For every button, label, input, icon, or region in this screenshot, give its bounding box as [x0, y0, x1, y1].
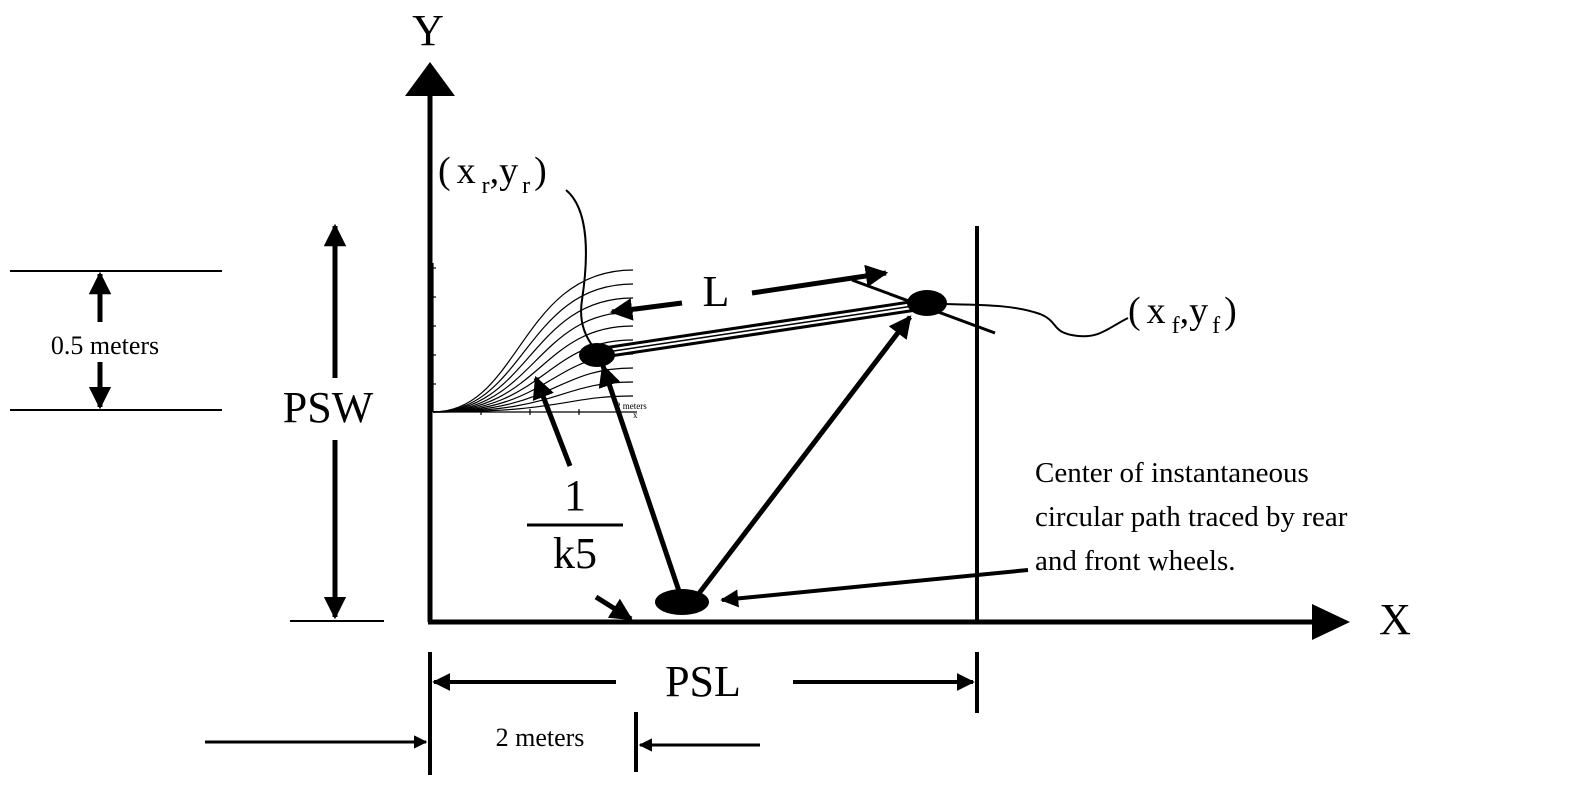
inset-curve [432, 283, 634, 413]
rear-wheel-point [579, 343, 615, 367]
center-note: Center of instantaneous circular path tr… [1035, 457, 1348, 577]
radius-label-pointer-arrow [532, 375, 573, 467]
vehicle [579, 278, 996, 367]
front-wheel-point [907, 290, 947, 316]
y-axis-label: Y [412, 6, 444, 55]
half-meter-label: 0.5 meters [51, 331, 159, 360]
x-axis-arrowhead [1312, 604, 1350, 640]
half-meter-dimension: 0.5 meters [10, 270, 222, 411]
y-axis-arrowhead [405, 62, 455, 96]
psw-label: PSW [283, 383, 374, 432]
axes: Y X [405, 6, 1411, 644]
two-meter-dimension: 2 meters [205, 712, 760, 772]
inset-x-label: x [633, 410, 638, 420]
center-note-line-1: Center of instantaneous [1035, 457, 1309, 489]
wheelbase-arrow-right [751, 264, 889, 296]
inset-two-meters-label: 2 meters [616, 401, 647, 411]
center-pointer-arrow [720, 568, 1029, 608]
radius-label: 1 k5 [527, 471, 623, 578]
bottom-pointer-arrow [594, 594, 633, 622]
psl-dimension: PSL [428, 652, 979, 775]
wheelbase-label: L [703, 267, 730, 316]
radius-numerator: 1 [564, 471, 586, 520]
two-meter-label: 2 meters [496, 723, 585, 752]
vehicle-body-edge [596, 298, 924, 351]
vehicle-body-edge [596, 307, 924, 360]
x-axis-label: X [1379, 595, 1411, 644]
psl-label: PSL [665, 657, 741, 706]
center-note-line-2: circular path traced by rear [1035, 501, 1348, 533]
psw-dimension: PSW [283, 223, 384, 622]
front-radius-arrow [695, 315, 912, 598]
center-note-line-3: and front wheels. [1035, 545, 1236, 577]
turning-center-group [532, 315, 1029, 622]
turning-center-point [655, 589, 709, 615]
inset-curve [432, 311, 634, 413]
rear-radius-arrow [598, 363, 684, 598]
inset-curve [432, 297, 634, 413]
front-point-leader [944, 303, 1129, 338]
front-wheel-steer-line [851, 278, 996, 335]
wheelbase-dimension: L [609, 264, 889, 321]
vehicle-body-center [596, 303, 924, 355]
radius-denominator: k5 [553, 529, 597, 578]
inset-curve [432, 269, 634, 413]
wheelbase-arrow-left [609, 298, 683, 321]
inset-curve [432, 325, 634, 413]
rear-point-leader [565, 189, 595, 349]
